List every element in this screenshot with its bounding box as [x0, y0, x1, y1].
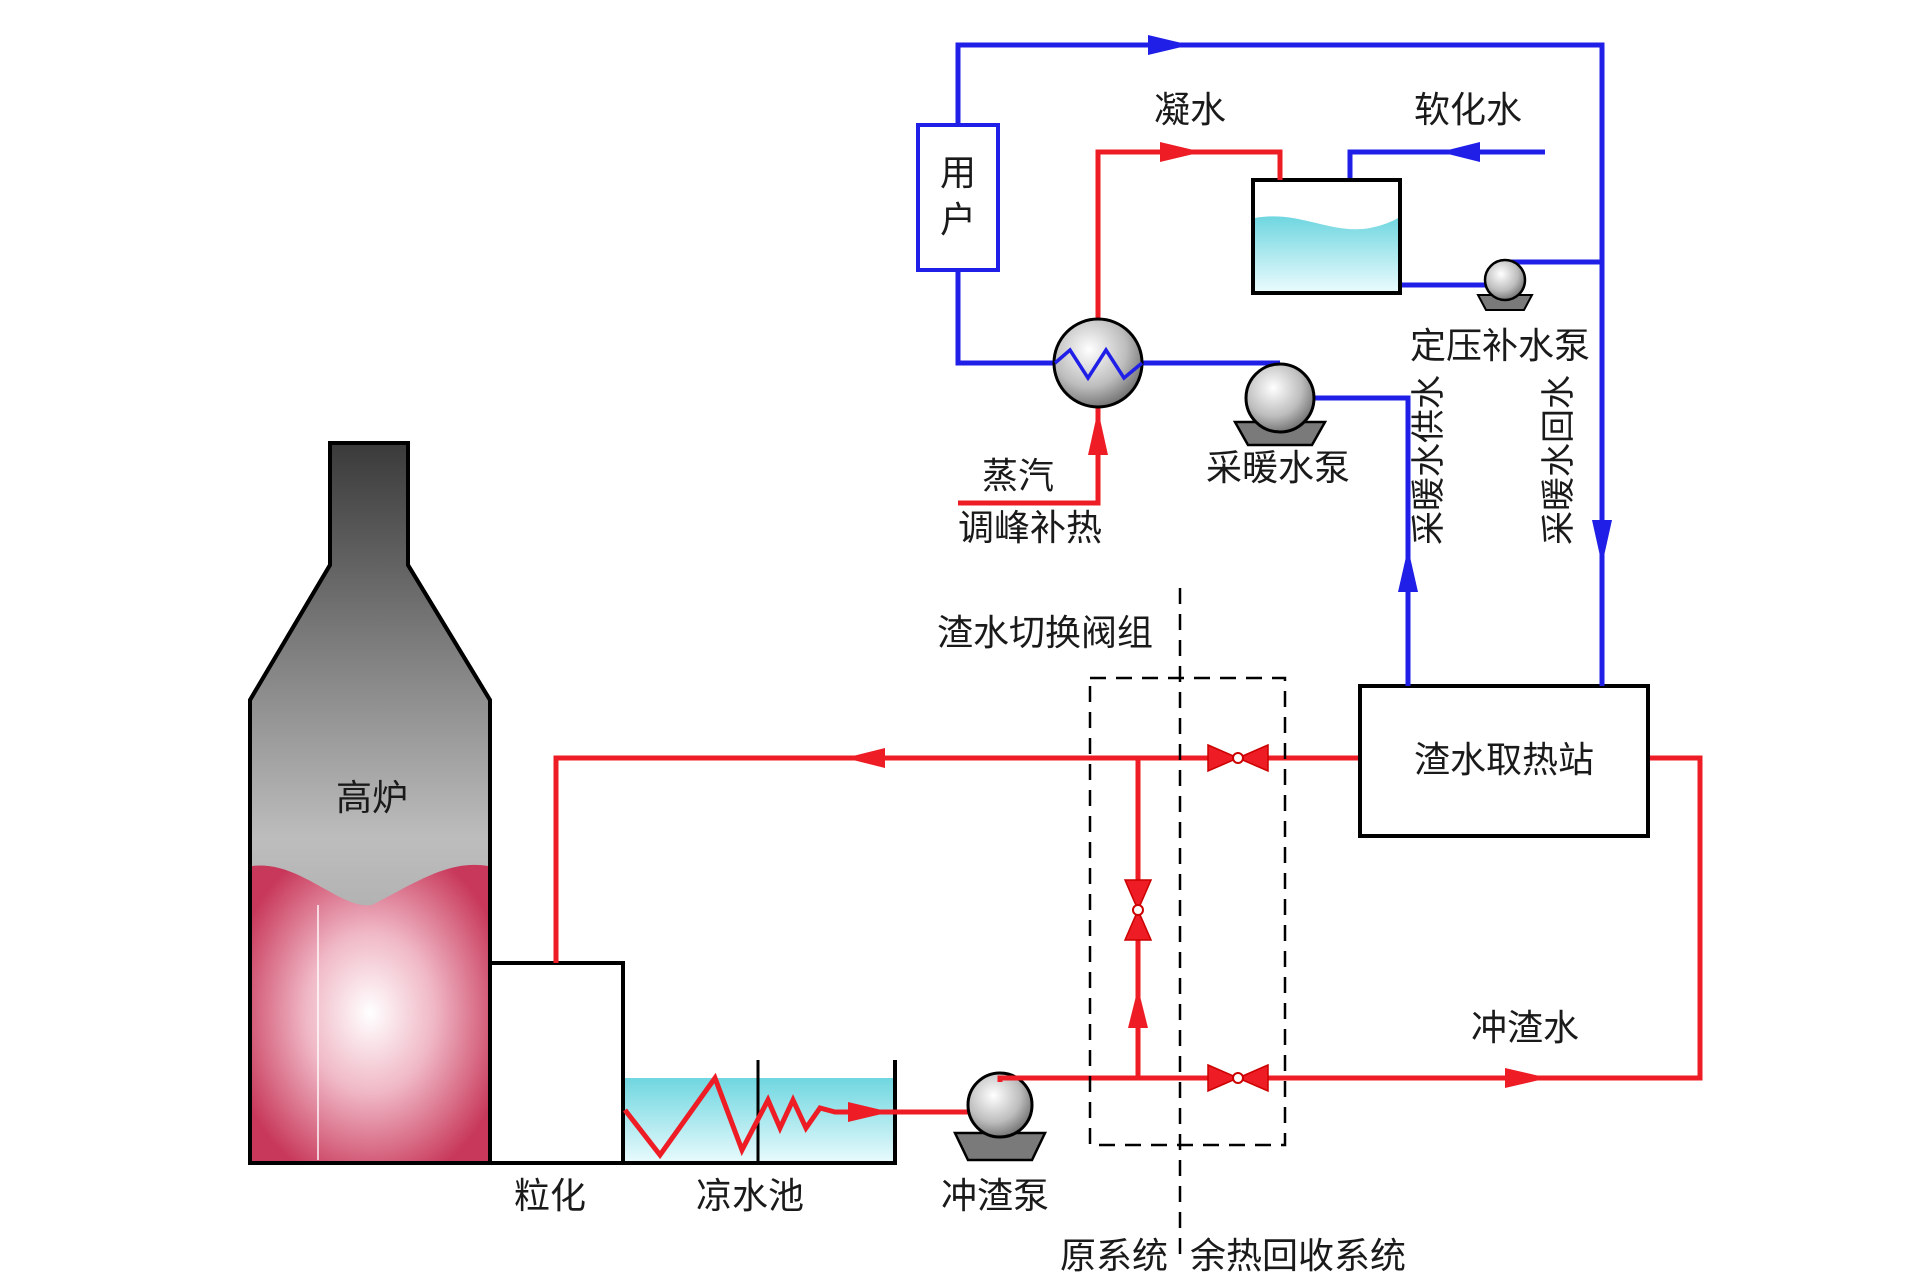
old-system-label: 原系统: [1060, 1236, 1168, 1277]
softened-water-tank: [1251, 178, 1402, 295]
flush-pump-icon: [953, 1071, 1047, 1162]
flush-water-label: 冲渣水: [1471, 1008, 1579, 1049]
flow-arrow-left: [845, 748, 885, 768]
valve-bottom-icon: [1207, 1063, 1269, 1093]
cooling-pool-label: 凉水池: [696, 1176, 804, 1217]
heating-pump-icon: [1232, 362, 1328, 447]
valve-group-box: [1088, 676, 1287, 1147]
granulation-label: 粒化: [514, 1176, 586, 1217]
heat-recovery-system-label: 余热回收系统: [1190, 1236, 1406, 1277]
return-water-pipe: [955, 42, 1605, 686]
return-slag-water-pipe: [553, 755, 1360, 963]
valve-bypass-icon: [1123, 879, 1153, 941]
supply-water-label: 采暖水供水: [1409, 375, 1449, 545]
makeup-pump-icon: [1476, 258, 1534, 311]
user-label-line1: 用: [940, 153, 976, 194]
flow-arrow-right: [1148, 35, 1190, 55]
peak-heat-label: 调峰补热: [958, 508, 1102, 549]
blast-furnace: 高炉: [248, 441, 492, 1165]
user-label-line2: 户: [940, 200, 976, 241]
heating-pump-label: 采暖水泵: [1206, 448, 1350, 489]
makeup-pump-label: 定压补水泵: [1410, 326, 1590, 367]
softened-water-pipe: [1347, 149, 1545, 180]
heat-station-box: [1358, 684, 1650, 838]
valve-group-label: 渣水切换阀组: [937, 613, 1153, 654]
user-box: [916, 123, 1000, 272]
valve-top-icon: [1207, 743, 1269, 773]
flow-arrow-left: [1440, 142, 1480, 162]
condensate-label: 凝水: [1154, 90, 1226, 131]
granulation-tank: [488, 961, 625, 1165]
flow-arrow-up: [1398, 548, 1418, 592]
flow-arrow-up: [1128, 988, 1148, 1028]
flow-arrow-down: [1592, 520, 1612, 565]
furnace-label: 高炉: [336, 778, 408, 819]
softened-water-label: 软化水: [1414, 90, 1522, 131]
flow-arrow-up: [1088, 410, 1108, 455]
flush-water-pipe: [997, 755, 1703, 1082]
heat-station-label: 渣水取热站: [1414, 740, 1594, 781]
flow-arrow-right: [1160, 142, 1202, 162]
heat-exchanger-icon: [1052, 317, 1144, 409]
cooling-coil: [623, 1072, 895, 1160]
return-water-label: 采暖水回水: [1539, 375, 1579, 545]
flow-arrow-right: [1505, 1068, 1548, 1088]
flush-pump-label: 冲渣泵: [941, 1176, 1049, 1217]
user-to-exchanger-pipe: [955, 270, 1280, 366]
flow-arrow-right: [848, 1102, 890, 1122]
steam-label: 蒸汽: [982, 456, 1054, 497]
